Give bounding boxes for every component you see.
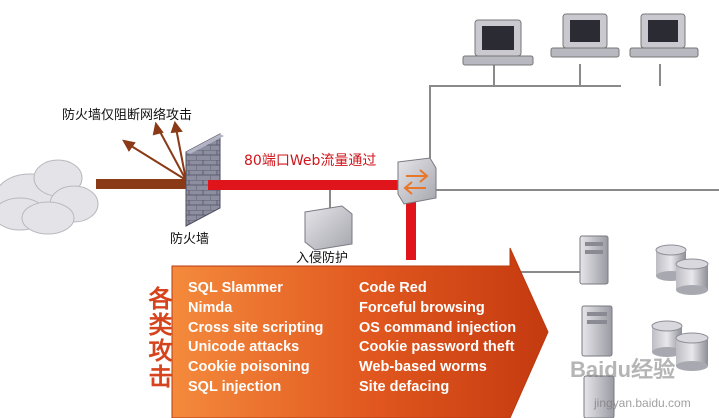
attack-item: Code Red [359, 280, 427, 296]
attack-list-right: Code Red Forceful browsing OS command in… [359, 279, 516, 398]
firewall-icon [185, 133, 224, 227]
attack-types-arrow [171, 247, 549, 418]
database-icon [655, 244, 709, 295]
attack-item: Site defacing [359, 378, 450, 395]
attack-item: Nimda [188, 299, 233, 316]
attack-item: Cross site scripting [188, 319, 324, 336]
ips-label: 入侵防护 [296, 251, 349, 266]
computer-icon [550, 13, 620, 58]
switch-icon [397, 157, 437, 205]
watermark-url: jingyan.baidu.com [594, 396, 691, 410]
blocked-attack-arrows [122, 120, 187, 181]
firewall-label: 防火墙 [170, 232, 210, 247]
server-icon [579, 235, 609, 285]
server-icon [581, 305, 613, 357]
watermark-logo: Baidu经验 [570, 357, 676, 382]
attack-item: Unicode attacks [188, 339, 300, 356]
ips-device-icon [304, 190, 353, 251]
web-traffic-drop [406, 200, 416, 260]
computer-icon [629, 13, 699, 58]
web-traffic-line [208, 180, 404, 190]
port80-traffic-label: 80端口Web流量通过 [244, 153, 377, 169]
network-lines [429, 64, 719, 273]
attack-list-left: SQL Slammer Nimda Cross site scripting U… [188, 279, 323, 398]
attack-item: SQL Slammer [188, 280, 283, 296]
incoming-traffic-bar [96, 179, 188, 189]
internet-cloud-icon [0, 159, 99, 235]
attack-item: Forceful browsing [359, 299, 485, 316]
attack-item: Web-based worms [359, 359, 487, 376]
database-icon [651, 320, 709, 371]
computer-icon [462, 19, 534, 66]
attack-types-label: 各类攻击 [144, 286, 173, 390]
attack-item: Cookie password theft [359, 339, 515, 356]
attack-item: Cookie poisoning [188, 359, 310, 376]
server-icon [583, 375, 615, 418]
attack-item: OS command injection [359, 319, 517, 336]
attack-item: SQL injection [188, 378, 282, 395]
firewall-blocks-label: 防火墙仅阻断网络攻击 [62, 108, 193, 123]
